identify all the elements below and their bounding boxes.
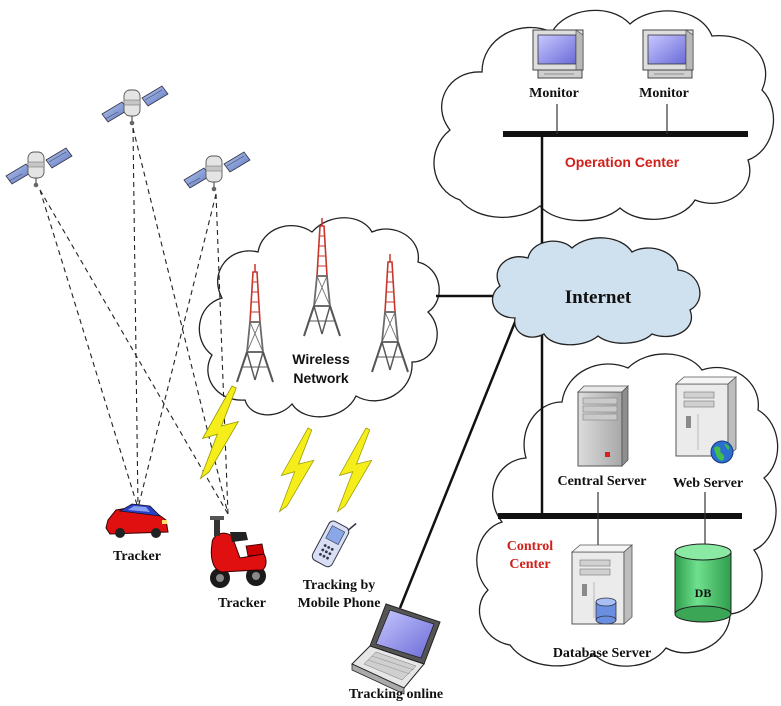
lightning-icon <box>279 427 315 512</box>
internet-cloud: Internet <box>491 237 701 346</box>
db-label: DB <box>695 586 712 600</box>
database-server-label: Database Server <box>553 646 651 661</box>
mobile-tracker-label-line2: Mobile Phone <box>298 596 381 611</box>
internet-label: Internet <box>565 287 632 308</box>
monitor-label-2: Monitor <box>639 86 689 101</box>
operation-center-label: Operation Center <box>565 154 680 170</box>
satellite-icon <box>5 147 73 188</box>
central-server-icon <box>577 385 629 467</box>
car-icon <box>105 503 169 538</box>
operation-center-cloud <box>433 9 775 222</box>
wireless-label-line2: Network <box>293 370 348 386</box>
satellite-icon <box>183 151 251 192</box>
control-center-label-line1: Control <box>507 539 554 554</box>
wireless-label-line1: Wireless <box>292 351 350 367</box>
car-tracker-label: Tracker <box>113 549 161 564</box>
database-icon <box>674 543 732 623</box>
mobile-tracker-label-line1: Tracking by <box>303 578 375 593</box>
central-server-label: Central Server <box>557 474 646 489</box>
network-wires <box>398 136 544 609</box>
lightning-icon <box>337 427 373 512</box>
monitor-icon <box>532 29 584 79</box>
web-server-icon <box>675 376 737 464</box>
control-center-label-line2: Center <box>509 557 550 572</box>
laptop-icon <box>351 603 441 695</box>
satellite-links <box>39 127 229 515</box>
motorcycle-icon <box>210 516 267 588</box>
monitor-label-1: Monitor <box>529 86 579 101</box>
monitor-icon <box>642 29 694 79</box>
satellite-icon <box>101 85 169 126</box>
online-tracker-label: Tracking online <box>349 687 443 702</box>
motorcycle-tracker-label: Tracker <box>218 596 266 611</box>
mobile-phone-icon <box>311 520 357 568</box>
database-server-icon <box>571 544 633 625</box>
web-server-label: Web Server <box>673 476 743 491</box>
lightning-icon <box>200 385 239 479</box>
